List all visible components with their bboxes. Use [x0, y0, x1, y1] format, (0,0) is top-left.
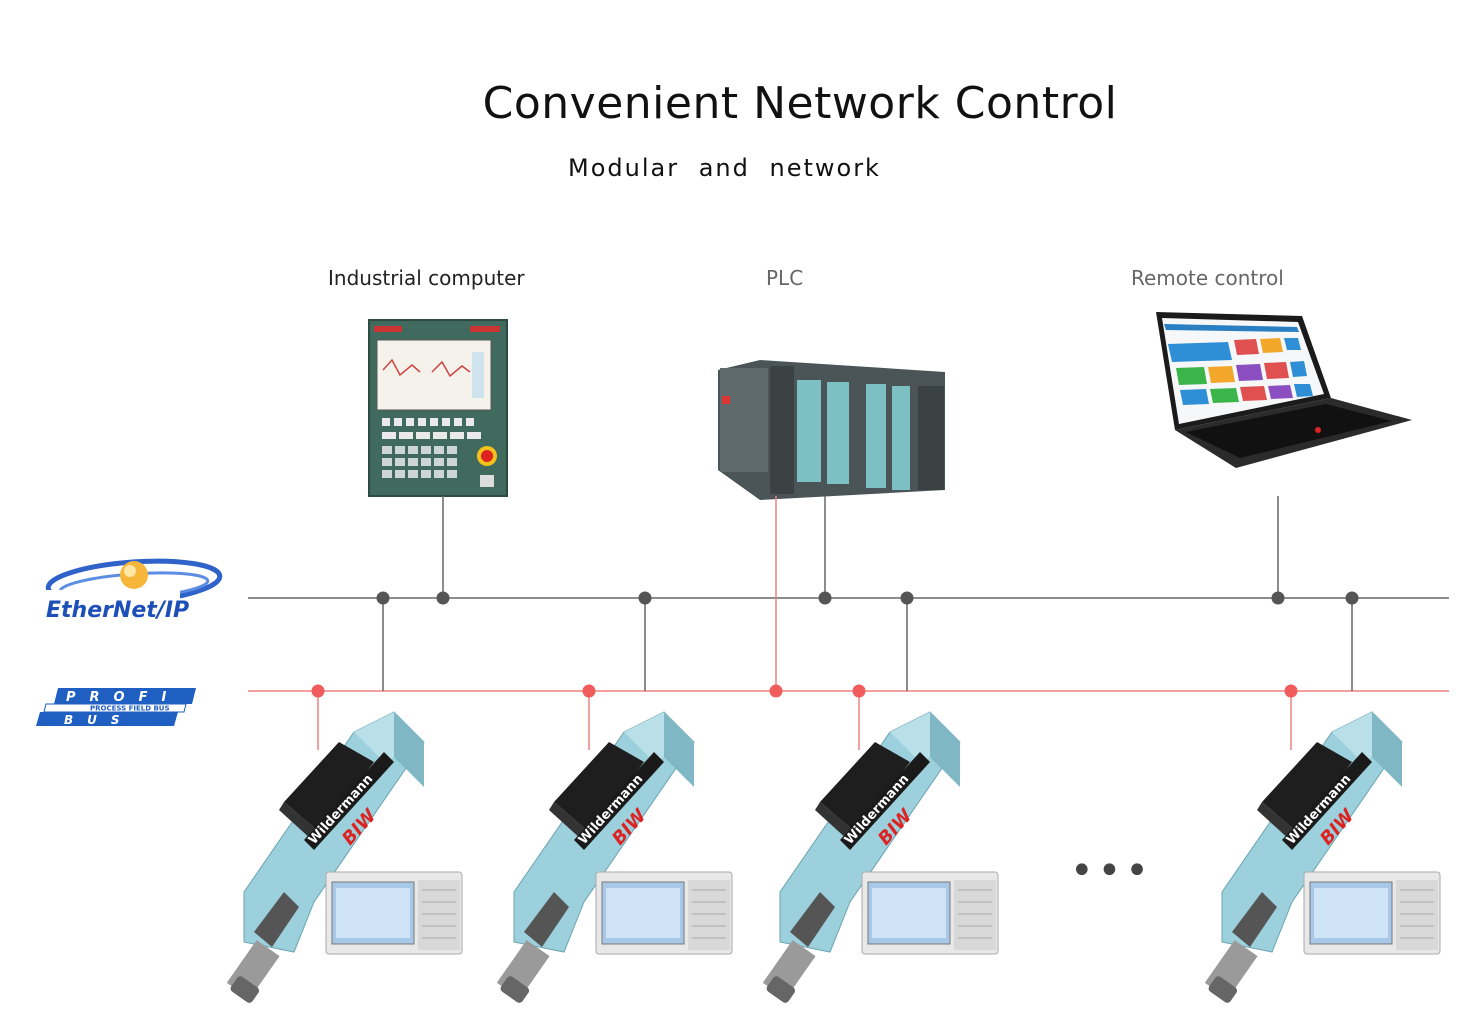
- plc-label: PLC: [766, 266, 804, 290]
- press-station-1: BIW: [226, 711, 463, 1005]
- industrial-computer-icon: [368, 319, 508, 497]
- ethernet-ip-logo-text: EtherNet/IP: [46, 598, 189, 623]
- industrial-computer-label: Industrial computer: [328, 266, 525, 290]
- ethernet-connectors: [382, 496, 1353, 691]
- profibus-connectors: [317, 496, 1292, 750]
- press-station-2: BIW: [496, 711, 733, 1005]
- svg-text:BUS: BUS: [64, 713, 134, 727]
- more-stations-indicator: •••: [1070, 848, 1153, 894]
- diagram-title: Convenient Network Control: [482, 78, 1118, 129]
- plc-icon: [718, 360, 945, 500]
- press-station-3: BIW: [762, 711, 999, 1005]
- profibus-tagline: PROCESS FIELD BUS: [90, 705, 170, 713]
- remote-control-label: Remote control: [1131, 266, 1284, 290]
- diagram-subtitle: Modular and network: [568, 154, 881, 182]
- laptop-icon: [1156, 312, 1412, 468]
- ethernet-nodes: [376, 591, 1359, 605]
- ethernet-ip-logo: EtherNet/IP: [40, 558, 223, 623]
- profibus-nodes: [311, 684, 1298, 698]
- press-station-4: BIW: [1204, 711, 1441, 1005]
- profibus-logo: PROCESS FIELD BUS PROFI BUS: [36, 688, 196, 727]
- svg-text:PROFI: PROFI: [66, 690, 180, 705]
